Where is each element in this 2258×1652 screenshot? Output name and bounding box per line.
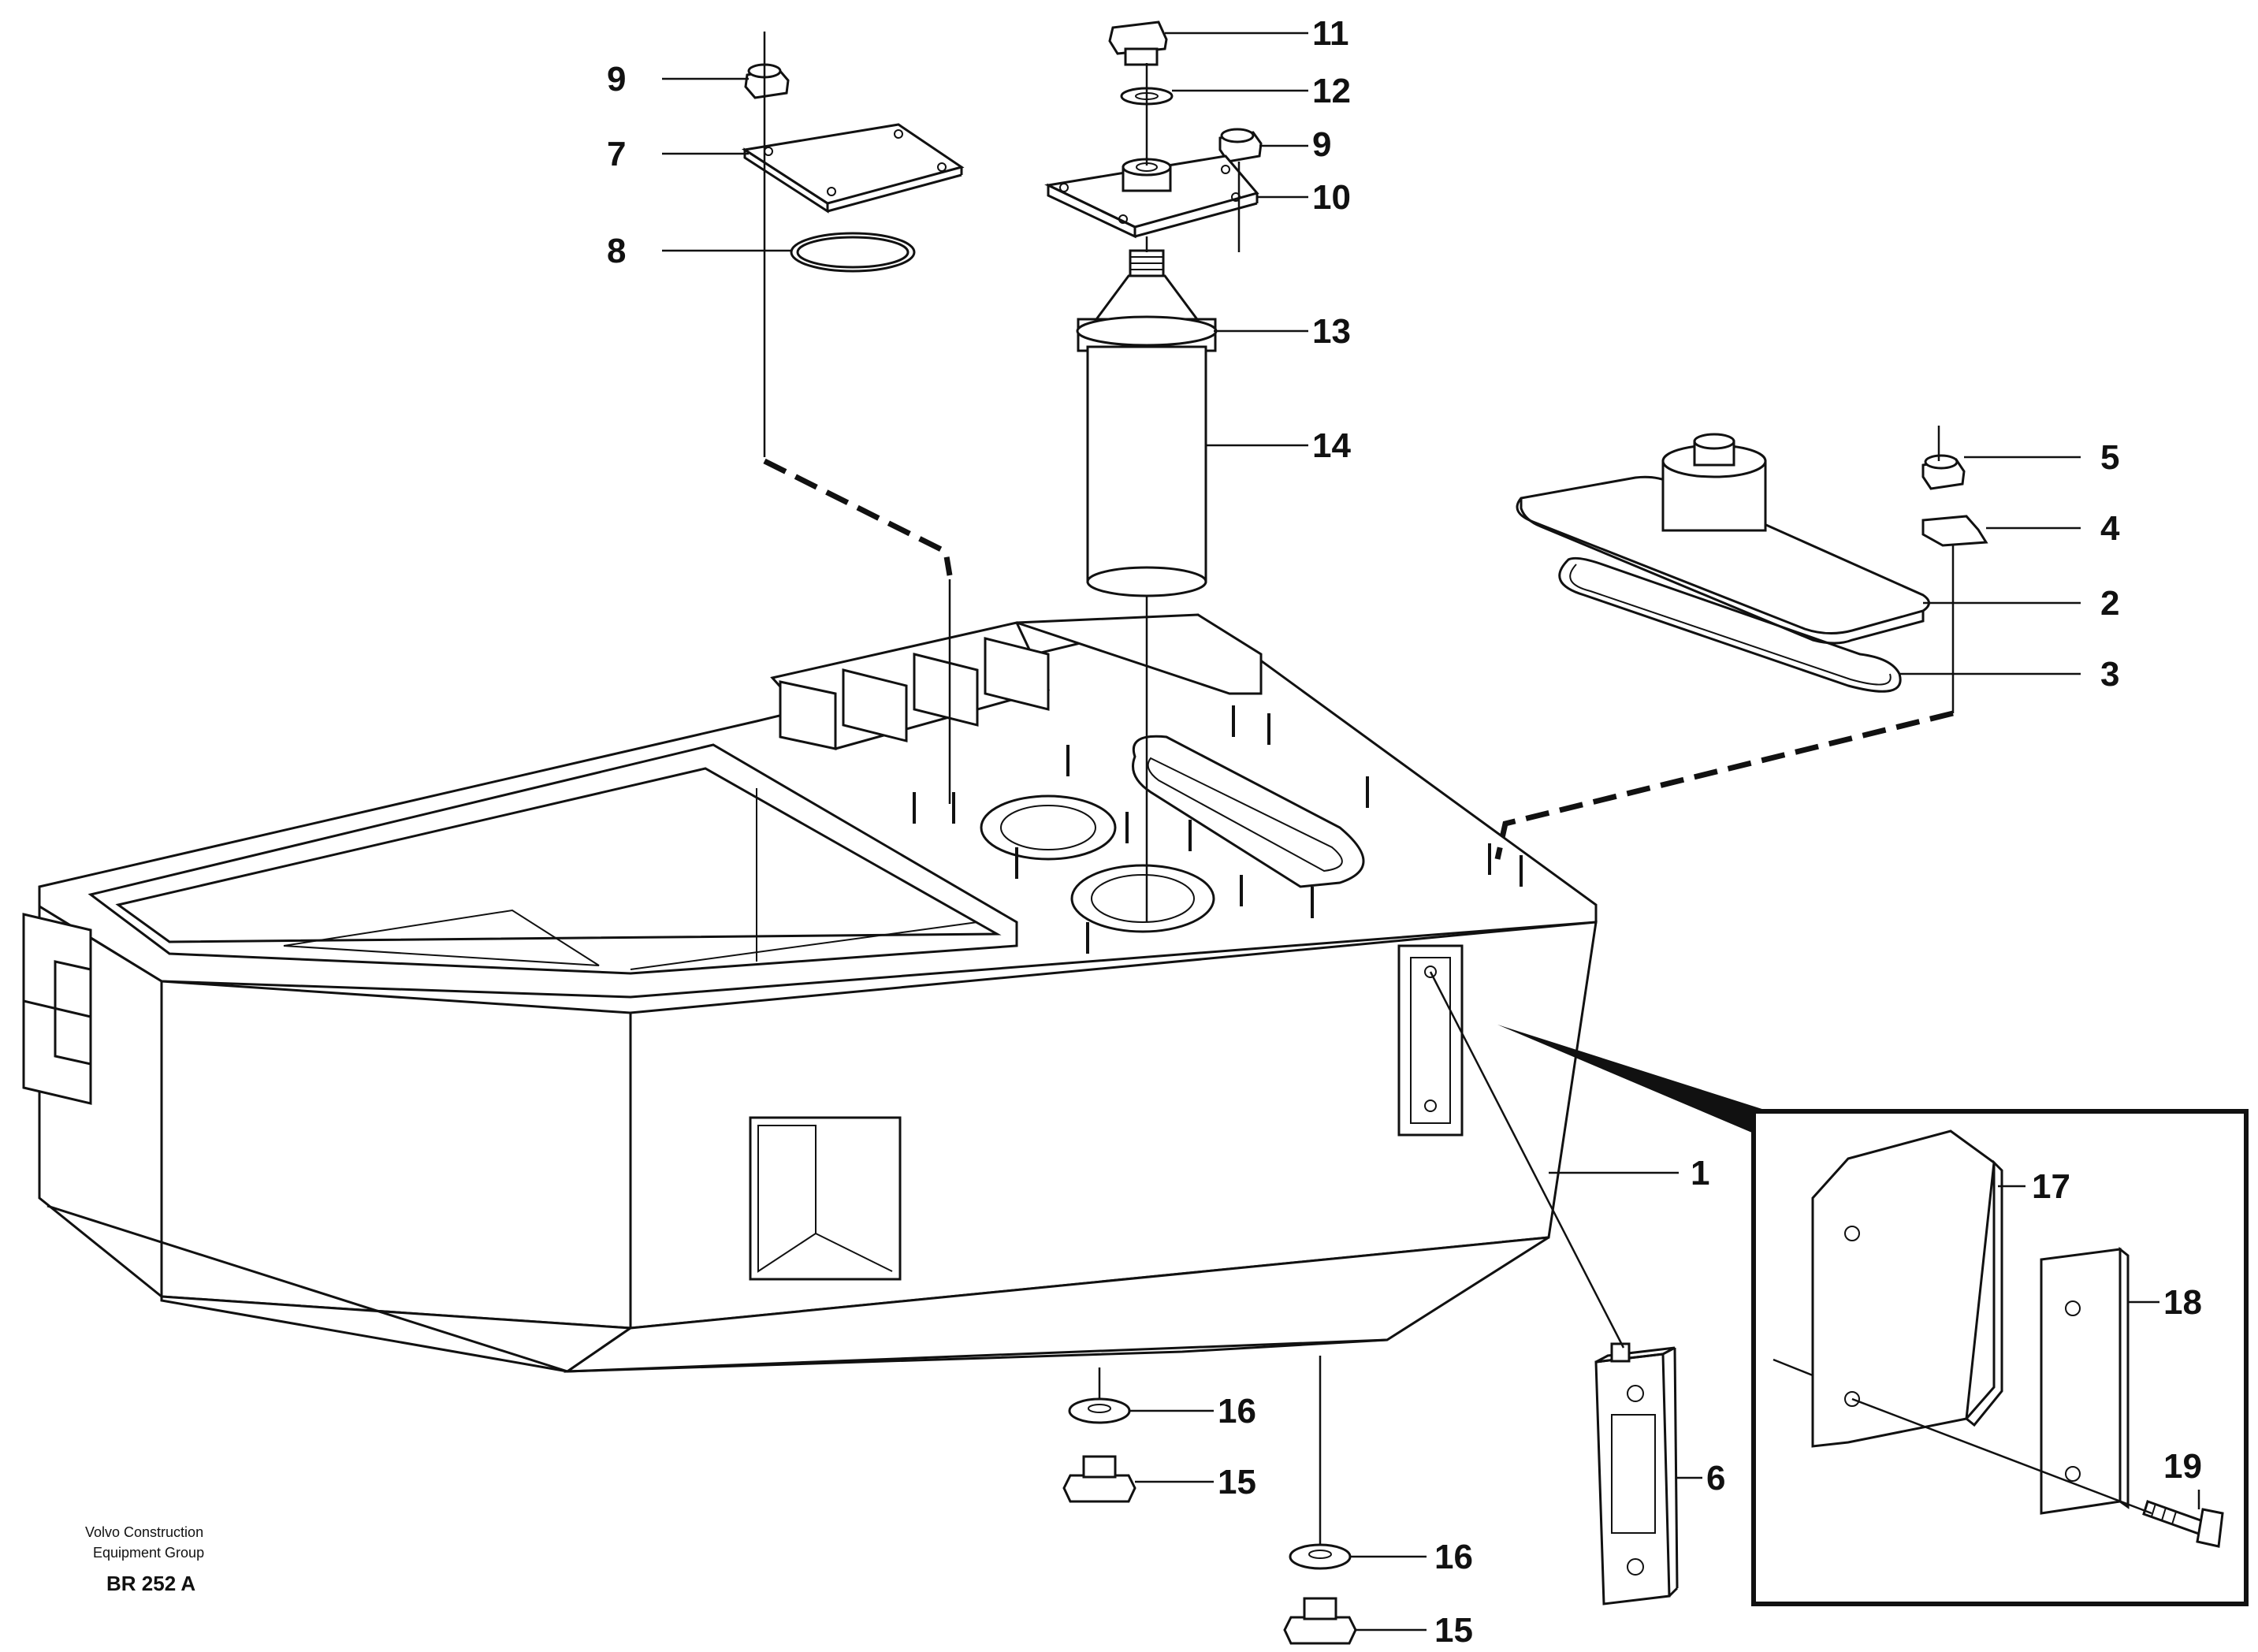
callout-6: 6 xyxy=(1706,1459,1725,1498)
top-openings xyxy=(980,735,1365,933)
level-gauge-6 xyxy=(1594,1342,1679,1605)
cover-plate-7 xyxy=(741,123,965,214)
nut-9-left xyxy=(744,63,790,99)
plug-16-b xyxy=(1289,1543,1352,1570)
credit-line-1: Volvo Construction xyxy=(85,1524,203,1540)
callout-16-b: 16 xyxy=(1434,1538,1473,1576)
nut-9-centre xyxy=(1218,128,1263,163)
detail-box xyxy=(1497,1025,2249,1606)
callout-15-a: 15 xyxy=(1218,1463,1256,1501)
callout-12: 12 xyxy=(1312,72,1351,110)
cover-plate-2 xyxy=(1516,433,1930,645)
clip-4 xyxy=(1921,515,1988,547)
nut-5 xyxy=(1921,454,1966,490)
callout-5: 5 xyxy=(2100,438,2119,477)
credit-code: BR 252 A xyxy=(106,1572,195,1595)
plug-15-a xyxy=(1062,1455,1136,1503)
plug-16-a xyxy=(1068,1397,1131,1424)
callout-7: 7 xyxy=(607,135,626,173)
callout-9-centre: 9 xyxy=(1312,125,1331,164)
callout-2: 2 xyxy=(2100,584,2119,623)
cap-11 xyxy=(1108,20,1168,66)
callout-15-b: 15 xyxy=(1434,1611,1473,1650)
callout-14: 14 xyxy=(1312,426,1351,465)
callout-3: 3 xyxy=(2100,655,2119,694)
leader-lines xyxy=(662,32,2200,1632)
callout-17: 17 xyxy=(2032,1167,2070,1206)
credit-block: Volvo Construction Equipment Group BR 25… xyxy=(85,1524,204,1595)
callout-13: 13 xyxy=(1312,312,1351,351)
callout-16-a: 16 xyxy=(1218,1392,1256,1431)
callout-18: 18 xyxy=(2163,1283,2202,1322)
callout-19: 19 xyxy=(2163,1447,2202,1486)
seal-3 xyxy=(1558,556,1902,693)
callout-8: 8 xyxy=(607,232,626,270)
cover-plate-10 xyxy=(1044,154,1259,239)
filter-13-14 xyxy=(1076,249,1218,597)
callout-1: 1 xyxy=(1691,1154,1709,1192)
callout-4: 4 xyxy=(2100,509,2120,548)
top-baffles xyxy=(770,613,1263,750)
studs xyxy=(913,705,1523,954)
callout-labels: 9 7 8 11 12 9 10 13 14 5 4 2 3 1 6 16 15… xyxy=(607,14,2202,1650)
callout-9-left: 9 xyxy=(607,60,626,99)
callout-11: 11 xyxy=(1312,14,1349,53)
plug-15-b xyxy=(1283,1597,1357,1645)
credit-line-2: Equipment Group xyxy=(93,1545,204,1561)
callout-10: 10 xyxy=(1312,178,1351,217)
o-ring-8 xyxy=(790,232,916,273)
